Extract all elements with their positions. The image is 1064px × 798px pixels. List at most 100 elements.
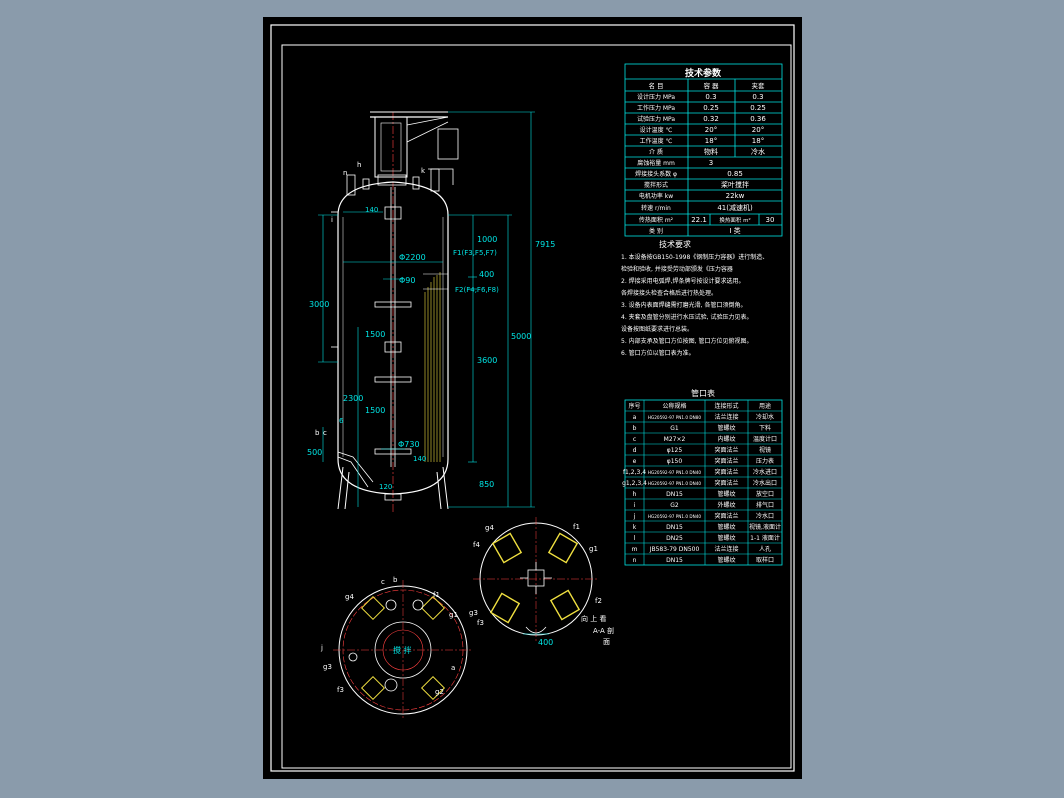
tech-row-mid: 换热面积 m² — [719, 216, 750, 224]
nozzle-cell: 温度计口 — [753, 435, 777, 443]
label-f-upper: F1(F3,F5,F7) — [453, 249, 497, 257]
section-label-g3: g3 — [469, 609, 478, 617]
notes-list: 1. 本设备按GB150-1998《钢制压力容器》进行制造、 检验和验收, 并接… — [621, 253, 768, 357]
tech-header-jacket: 夹套 — [752, 81, 766, 90]
cooling-coils — [424, 272, 441, 462]
nozzle-header-cell: 用途 — [759, 402, 771, 410]
note-line: 6. 管口方位以管口表为准。 — [621, 349, 695, 357]
note-line: 3. 设备内表面焊缝需打磨光滑, 各管口须倒角。 — [621, 301, 746, 309]
tech-row-vessel: 0.25 — [703, 104, 719, 112]
section-note-3: 面 — [603, 638, 610, 646]
nozzle-cell: 压力表 — [756, 457, 774, 465]
nozzle-cell: DN15 — [666, 557, 683, 564]
nozzle-cell: b — [633, 425, 637, 432]
nozzle-cell: 内螺纹 — [717, 435, 735, 443]
tech-row-vessel: 3 — [709, 159, 713, 167]
dim-500: 500 — [307, 448, 322, 457]
dim-phi90: Φ90 — [399, 276, 415, 285]
nozzle-cell: 1-1 液面计 — [750, 534, 780, 542]
nozzle-cell: 外螺纹 — [717, 501, 735, 509]
nozzle-cell: 冷水出口 — [753, 479, 777, 487]
label-f-lower: F2(F4,F6,F8) — [455, 286, 499, 294]
label-h: h — [357, 161, 361, 169]
plan-label-a: a — [451, 664, 455, 672]
note-line: 4. 夹套及盘管分别进行水压试验, 试验压力见表。 — [621, 313, 752, 321]
tech-row-name: 转速 r/min — [641, 204, 671, 212]
nozzle-cell: 法兰连接 — [714, 545, 738, 553]
tech-row-value: 41(减速机) — [717, 203, 753, 212]
drive-motor — [374, 116, 408, 178]
tech-row-name: 介 质 — [649, 148, 663, 156]
dim-120: 120 — [379, 483, 392, 491]
note-line: 各焊接接头检查合格后进行热处理。 — [621, 289, 717, 297]
nozzle-cell: 突面法兰 — [714, 512, 738, 520]
nozzle-cell: 突面法兰 — [714, 457, 738, 465]
tech-row-vessel: 0.32 — [703, 115, 719, 123]
nozzle-cell: j — [633, 513, 636, 520]
section-label-g4: g4 — [485, 524, 494, 532]
nozzle-cell: DN25 — [666, 535, 683, 542]
tech-row-vessel: 物料 — [704, 147, 718, 156]
tech-row-name: 工作压力 MPa — [637, 104, 675, 112]
tech-row-name: 工作温度 ℃ — [640, 137, 673, 145]
nozzle-cell: k — [633, 524, 637, 531]
section-note-2: A-A 剖 — [593, 626, 614, 635]
tech-row-jacket: 冷水 — [751, 147, 765, 156]
top-head — [337, 181, 449, 216]
section-note-1: 向 上 看 — [581, 614, 606, 623]
nozzle-cell: g1,2,3,4 — [622, 480, 647, 487]
dim-5000: 5000 — [511, 332, 531, 341]
section-label-f2: f2 — [595, 597, 602, 605]
tech-row-jacket: 0.3 — [752, 93, 763, 101]
label-b: b — [315, 429, 320, 437]
tech-row-jacket: 30 — [766, 216, 775, 224]
dim-1500-upper: 1500 — [365, 330, 385, 339]
nozzle-cell: HG20592-97 PN1.0 DN40 — [648, 481, 702, 486]
nozzle-cell: 突面法兰 — [714, 479, 738, 487]
nozzle-cell: 管螺纹 — [717, 534, 735, 542]
tech-row-name: 传热面积 m² — [639, 216, 674, 224]
nozzle-cell: e — [633, 458, 637, 465]
tech-row-jacket: 20° — [752, 126, 764, 134]
dim-3600: 3600 — [477, 356, 497, 365]
tech-row-name: 设计温度 ℃ — [640, 126, 673, 134]
tech-row-name: 设计压力 MPa — [637, 93, 675, 101]
note-line: 设备按图纸要求进行总装。 — [621, 325, 693, 333]
section-dim-400: 400 — [538, 638, 553, 647]
nozzle-cell: 冷却水 — [756, 413, 774, 421]
nozzle-cell: c — [633, 436, 636, 443]
tech-header-vessel: 容 器 — [703, 81, 719, 90]
label-n: n — [343, 169, 347, 177]
dim-3000: 3000 — [309, 300, 329, 309]
dim-2300: 2300 — [343, 394, 363, 403]
vessel-elevation: 7915 1000 400 5000 3600 3000 2300 1500 1… — [307, 111, 555, 512]
nozzle-cell: HG20592-97 PN1.0 DN80 — [648, 415, 702, 420]
nozzle-cell: 排气口 — [756, 501, 774, 509]
plan-view: 搅 拌 c b g4 f1 g1 g3 f3 j g2 a — [320, 576, 473, 720]
dimension-lines — [318, 111, 535, 508]
nozzle-cell: φ150 — [667, 458, 683, 465]
tech-parameter-table — [624, 63, 783, 237]
nozzle-cell: M27×2 — [664, 436, 686, 443]
section-label-f4: f4 — [473, 541, 480, 549]
dim-1500-lower: 1500 — [365, 406, 385, 415]
dim-6: 6 — [339, 417, 344, 425]
nozzle-cell: 突面法兰 — [714, 446, 738, 454]
tech-row-value: 22kw — [726, 192, 745, 200]
section-label-f1: f1 — [573, 523, 580, 531]
notes-title: 技术要求 — [659, 239, 691, 249]
nozzle-header-cell: 公称规格 — [662, 402, 686, 410]
plan-label-g4: g4 — [345, 593, 354, 601]
nozzle-cell: 人孔 — [759, 545, 771, 553]
nozzle-cell: 视镜 — [759, 446, 771, 454]
dim-850: 850 — [479, 480, 494, 489]
nozzle-cell: DN15 — [666, 524, 683, 531]
plan-label-b: b — [393, 576, 398, 584]
nozzle-cell: 取样口 — [756, 556, 774, 564]
tech-row-name: 电机功率 kw — [639, 192, 673, 200]
section-label-f3: f3 — [477, 619, 484, 627]
tech-row-vessel: 22.1 — [691, 216, 707, 224]
